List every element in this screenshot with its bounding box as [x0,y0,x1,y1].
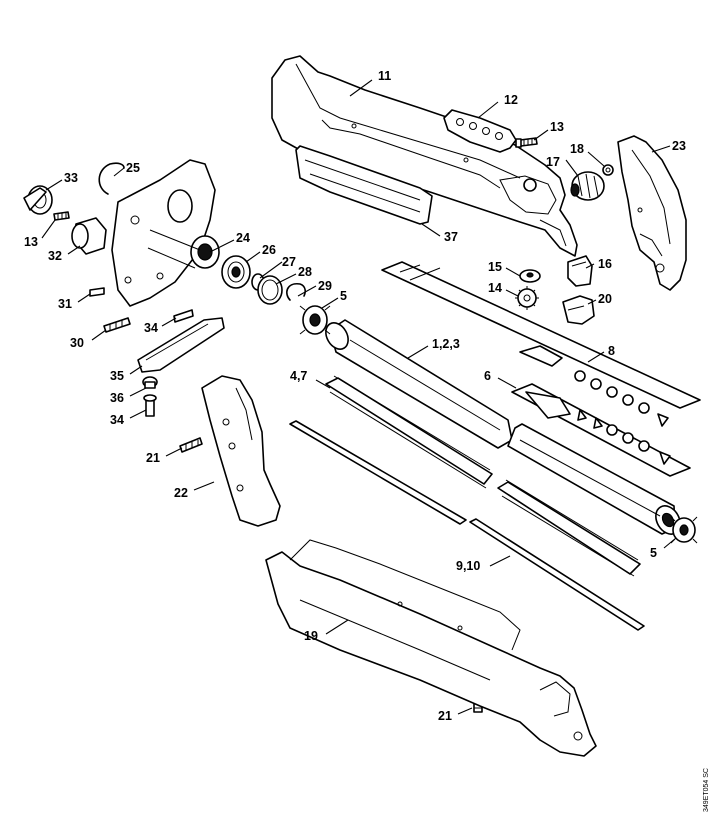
callout-21-lower: 21 [438,709,452,723]
part-19-lower-housing [265,539,597,757]
callout-16: 16 [598,257,612,271]
callout-31: 31 [58,297,72,311]
part-18-pin [602,164,614,176]
callout-30: 30 [70,336,84,350]
callout-32: 32 [48,249,62,263]
callout-29: 29 [318,279,332,293]
part-32-roller [71,217,107,255]
part-14-lock-washer [515,286,539,310]
part-6-decal [511,383,691,477]
callout-labels: 11 12 13 23 18 17 37 33 25 13 32 24 26 2… [24,69,686,723]
callout-13: 13 [550,120,564,134]
part-23-side-grip [617,135,687,291]
callout-4-7: 4,7 [290,369,307,383]
callout-18: 18 [570,142,584,156]
part-5-clip-bottom [670,516,698,544]
callout-24: 24 [236,231,250,245]
callout-27: 27 [282,255,296,269]
callout-11: 11 [378,69,391,83]
part-26-bearing [221,255,251,289]
callout-28: 28 [298,265,312,279]
part-31-screw [89,287,105,297]
part-24-housing [111,159,220,307]
part-20-insert [562,295,595,325]
callout-22: 22 [174,486,188,500]
callout-34: 34 [144,321,158,335]
callout-12: 12 [504,93,518,107]
callout-23: 23 [672,139,686,153]
part-13-screw [515,137,538,148]
part-17-roller [570,171,605,201]
part-34-screw [173,309,194,323]
leader-lines [41,79,677,715]
part-22-lower-grip [201,375,281,527]
callout-20: 20 [598,292,612,306]
callout-19: 19 [304,629,318,643]
drawing-code: 349ET054 SC [703,768,710,812]
callout-9-10: 9,10 [456,559,480,573]
callout-17: 17 [546,155,560,169]
callout-5-top: 5 [340,289,347,303]
part-37-strip [295,145,433,225]
callout-15: 15 [488,260,502,274]
part-25-circlip [98,162,125,195]
part-30-screw [103,317,131,333]
callout-34-lower: 34 [110,413,124,427]
callout-37: 37 [444,230,458,244]
callout-35: 35 [110,369,124,383]
callout-33: 33 [64,171,78,185]
part-35-clamp [137,317,225,373]
part-15-nut [519,269,541,283]
callout-25: 25 [126,161,140,175]
part-29-circlip [286,283,306,301]
callout-21-upper: 21 [146,451,160,465]
callout-14: 14 [488,281,502,295]
part-4-7-liner [325,375,641,577]
part-36-grommet [142,376,158,389]
part-34-screw-lower [143,394,157,417]
callout-36: 36 [110,391,124,405]
part-13-screw-left [53,211,70,221]
part-21-screw-upper [179,437,203,453]
part-28-ring [257,275,283,305]
part-33-cap [23,185,53,215]
callout-13-left: 13 [24,235,38,249]
part-16-insert [567,255,593,287]
part-9-10-drive-shaft [289,420,645,631]
callout-1-2-3: 1,2,3 [432,337,460,351]
part-12-plate [443,109,517,153]
callout-8: 8 [608,344,615,358]
callout-6: 6 [484,369,491,383]
part-1-2-3-drive-tube [325,319,681,535]
callout-26: 26 [262,243,276,257]
part-8-decal [381,261,701,427]
callout-5-bottom: 5 [650,546,657,560]
part-5-clip-top [299,305,331,335]
